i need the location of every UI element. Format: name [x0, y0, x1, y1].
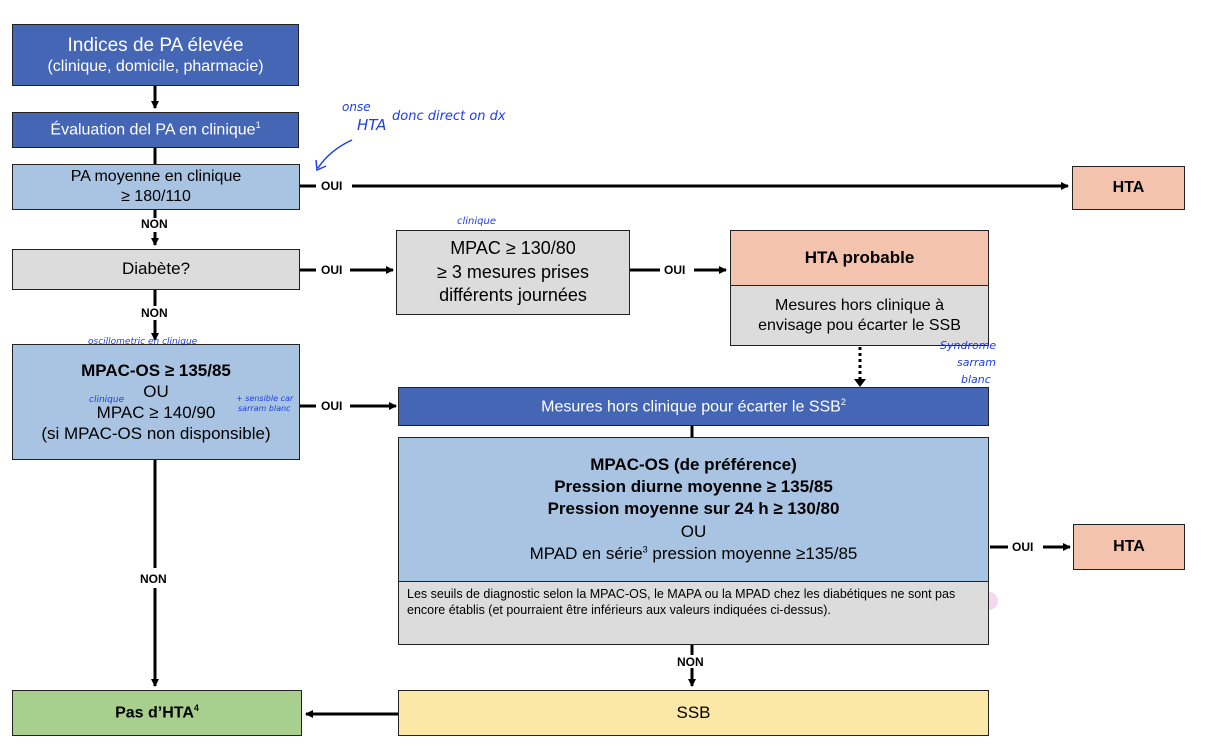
handnote-syndrome-3: blanc [961, 373, 991, 386]
ink-arrow [317, 139, 353, 169]
handnote-onse: onse [342, 100, 371, 114]
node-hta-probable-detail: Mesures hors clinique à envisage pou éca… [730, 285, 989, 346]
node-indices: Indices de PA élevée (clinique, domicile… [12, 24, 299, 86]
node-ambulatory-note: Les seuils de diagnostic selon la MPAC-O… [398, 581, 989, 645]
handnote-direct: donc direct on dx [392, 109, 506, 124]
pas-hta-text: Pas d’HTA [115, 704, 194, 722]
mpac-os-line1-rest: ≥ 135/85 [160, 360, 231, 380]
mpac-os-line1-bold: MPAC-OS [81, 360, 161, 380]
node-mpac-diab: MPAC ≥ 130/80 ≥ 3 mesures prises différe… [396, 230, 630, 315]
handnote-hta: HTA [357, 116, 387, 134]
hta-top-text: HTA [1112, 179, 1145, 197]
mesures-hors-sup: 2 [840, 396, 846, 407]
handnote-clinique-1: clinique [457, 216, 497, 227]
evaluation-text-wrap: Évaluation del PA en clinique1 [50, 120, 260, 140]
label-non-diabete: NON [140, 306, 169, 320]
ambulatory-line5-a: MPAD en série [529, 543, 643, 563]
ambulatory-line3: Pression moyenne sur 24 h ≥ 130/80 [547, 499, 840, 519]
mesures-hors-wrap: Mesures hors clinique pour écarter le SS… [541, 397, 846, 417]
ink-arrowhead [315, 159, 327, 172]
ambulatory-line2: Pression diurne moyenne ≥ 135/85 [554, 477, 833, 497]
mpac-os-line1-wrap: MPAC-OS ≥ 135/85 [81, 360, 231, 381]
label-oui-pa: OUI [320, 179, 344, 193]
node-mpac-os: MPAC-OS ≥ 135/85 OU MPAC ≥ 140/90 (si MP… [12, 344, 300, 460]
hta-probable-title: HTA probable [804, 247, 915, 267]
pa-line1: PA moyenne en clinique [70, 168, 242, 186]
ambulatory-line1: MPAC-OS (de préférence) [590, 455, 797, 475]
hta-probable-line1: Mesures hors clinique à [775, 296, 944, 314]
evaluation-sup: 1 [255, 120, 261, 131]
hta-probable-line2: envisage pou écarter le SSB [758, 316, 961, 334]
handnote-syndrome-1: Syndrome [940, 339, 997, 352]
handnote-clinique-2: clinique [89, 395, 125, 405]
label-non-pa: NON [140, 217, 169, 231]
dotted-arrowhead [854, 379, 866, 387]
ssb-text: SSB [676, 702, 711, 722]
node-mesures-hors: Mesures hors clinique pour écarter le SS… [398, 387, 989, 426]
pas-hta-wrap: Pas d’HTA4 [115, 703, 199, 723]
node-ambulatory: MPAC-OS (de préférence) Pression diurne … [398, 437, 989, 582]
handnote-oscill: oscillometric en clinique [88, 337, 198, 347]
ambulatory-line5-b: pression moyenne ≥135/85 [647, 543, 858, 563]
label-oui-mpac: OUI [663, 263, 687, 277]
mpac-diab-line2: ≥ 3 mesures prises [437, 261, 589, 282]
label-oui-diabete: OUI [320, 263, 344, 277]
mpac-diab-line3: différents journées [439, 285, 587, 306]
ambulatory-line5-sup: 3 [642, 543, 648, 554]
mpac-os-line2: OU [143, 381, 169, 401]
mesures-hors-text: Mesures hors clinique pour écarter le SS… [541, 397, 841, 415]
node-diabete: Diabète? [12, 249, 300, 290]
node-hta-probable: HTA probable [730, 230, 989, 286]
indices-line1: Indices de PA élevée [67, 34, 244, 56]
handnote-syndrome-2: sarram [957, 356, 996, 369]
pa-line2: ≥ 180/110 [121, 188, 191, 205]
ambulatory-line5-wrap: MPAD en série3 pression moyenne ≥135/85 [530, 543, 858, 565]
evaluation-text: Évaluation del PA en clinique [50, 121, 256, 139]
node-hta-top: HTA [1072, 166, 1185, 210]
hta-right-text: HTA [1113, 538, 1145, 556]
node-evaluation: Évaluation del PA en clinique1 [12, 112, 299, 148]
label-non-ambulatory: NON [676, 655, 705, 669]
node-pa-moyenne: PA moyenne en clinique ≥ 180/110 [12, 164, 300, 210]
pas-hta-sup: 4 [193, 703, 199, 714]
mpac-os-line4: (si MPAC-OS non disponsible) [41, 424, 271, 444]
mpac-diab-line1: MPAC ≥ 130/80 [450, 238, 576, 259]
label-non-mpacos: NON [139, 572, 168, 586]
node-hta-right: HTA [1073, 524, 1185, 570]
node-pas-hta: Pas d’HTA4 [12, 690, 302, 736]
handnote-sarram-2: sarram blanc [238, 404, 291, 413]
indices-line2: (clinique, domicile, pharmacie) [47, 57, 264, 75]
node-ssb: SSB [398, 690, 989, 736]
mpac-os-line3: MPAC ≥ 140/90 [96, 403, 216, 422]
handnote-sarram-1: + sensible car [236, 394, 294, 403]
ambulatory-line4: OU [680, 521, 707, 541]
label-oui-mpacos: OUI [320, 399, 344, 413]
diabete-text: Diabète? [121, 259, 191, 279]
label-oui-ambulatory: OUI [1011, 540, 1035, 554]
ambulatory-note: Les seuils de diagnostic selon la MPAC-O… [407, 587, 956, 618]
